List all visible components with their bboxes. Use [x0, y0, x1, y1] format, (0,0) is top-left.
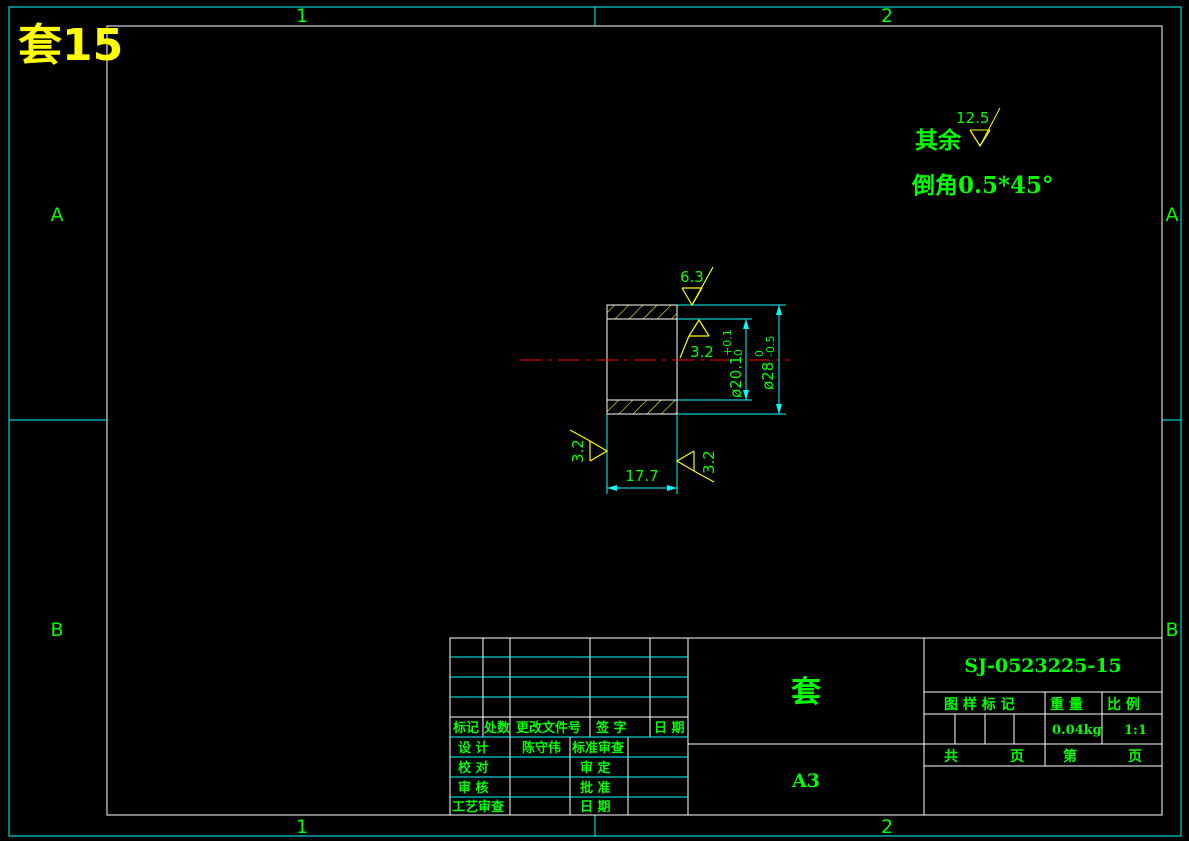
roughness-right-symbol	[675, 450, 715, 483]
zone-top-1: 1	[296, 5, 308, 27]
roughness-top-value: 6.3	[680, 268, 704, 286]
bore-tol-upper: +0.1	[721, 329, 734, 356]
tb-std-check: 标准审查	[571, 740, 625, 756]
other-roughness-value: 12.5	[956, 109, 989, 127]
tb-scale: 1:1	[1124, 723, 1147, 738]
tb-designer: 陈守伟	[522, 740, 561, 756]
tb-row-process: 工艺审查	[452, 799, 505, 815]
tb-approve-label: 审 定	[580, 760, 611, 776]
roughness-bore-symbol	[679, 318, 710, 359]
bore-diameter-group: ø20.1 +0.1 0	[721, 329, 745, 398]
note-other: 其余	[915, 127, 962, 154]
outer-diameter: ø28	[759, 362, 777, 390]
outer-diameter-group: ø28 0 -0.5	[753, 336, 777, 390]
bushing-section	[606, 304, 678, 415]
tb-part-name: 套	[791, 675, 821, 710]
zone-left-b: B	[50, 619, 63, 641]
drawing-label: 套15	[18, 20, 123, 71]
tb-row-design: 设 计	[458, 740, 489, 756]
tb-row-check: 校 对	[458, 760, 489, 776]
tb-page-label: 页	[1010, 749, 1024, 765]
tb-ratify-label: 批 准	[580, 780, 611, 796]
bore-tol-lower: 0	[732, 349, 745, 356]
roughness-left-symbol	[569, 429, 609, 462]
tb-weight: 0.04kg	[1052, 723, 1102, 738]
zone-bottom-1: 1	[296, 816, 308, 838]
roughness-right-value: 3.2	[700, 450, 718, 474]
zone-right-b: B	[1165, 619, 1178, 641]
tb-total-label: 共	[944, 748, 958, 765]
length-dimension: 17.7	[625, 467, 658, 485]
title-block-cyan-lines	[450, 656, 688, 798]
tb-page-label-2: 页	[1128, 749, 1142, 765]
tb-row-review: 审 核	[458, 780, 489, 796]
tb-header-sign: 签 字	[595, 720, 627, 736]
outer-tol-upper: 0	[753, 350, 766, 357]
zone-top-2: 2	[881, 5, 893, 27]
top-wall	[606, 304, 678, 320]
dimension-arrows	[607, 305, 782, 491]
note-chamfer: 倒角0.5*45°	[911, 172, 1054, 199]
tb-header-count: 处数	[483, 720, 511, 736]
tb-header-date: 日 期	[654, 721, 685, 736]
other-roughness-symbol	[969, 107, 1001, 148]
roughness-bore-value: 3.2	[690, 343, 714, 361]
tb-sheet-label: 第	[1063, 748, 1077, 765]
tb-header-doc: 更改文件号	[516, 720, 581, 736]
tb-header-mark: 标记	[452, 720, 479, 736]
tb-drawing-no: SJ-0523225-15	[964, 655, 1121, 677]
zone-bottom-2: 2	[881, 816, 893, 838]
tb-sheet-size: A3	[791, 770, 820, 792]
tb-date-label: 日 期	[580, 800, 611, 815]
zone-left-a: A	[51, 204, 64, 226]
roughness-top-symbol	[681, 266, 714, 307]
dimension-lines	[606, 304, 786, 494]
bore-diameter: ø20.1	[727, 355, 745, 398]
outer-tol-lower: -0.5	[764, 336, 777, 357]
roughness-left-value: 3.2	[569, 439, 587, 463]
bottom-wall	[606, 399, 678, 415]
zone-right-a: A	[1166, 204, 1179, 226]
tb-col-sample: 图 样 标 记	[944, 696, 1015, 713]
tb-col-weight: 重 量	[1050, 696, 1083, 713]
tb-col-scale: 比 例	[1107, 696, 1140, 713]
